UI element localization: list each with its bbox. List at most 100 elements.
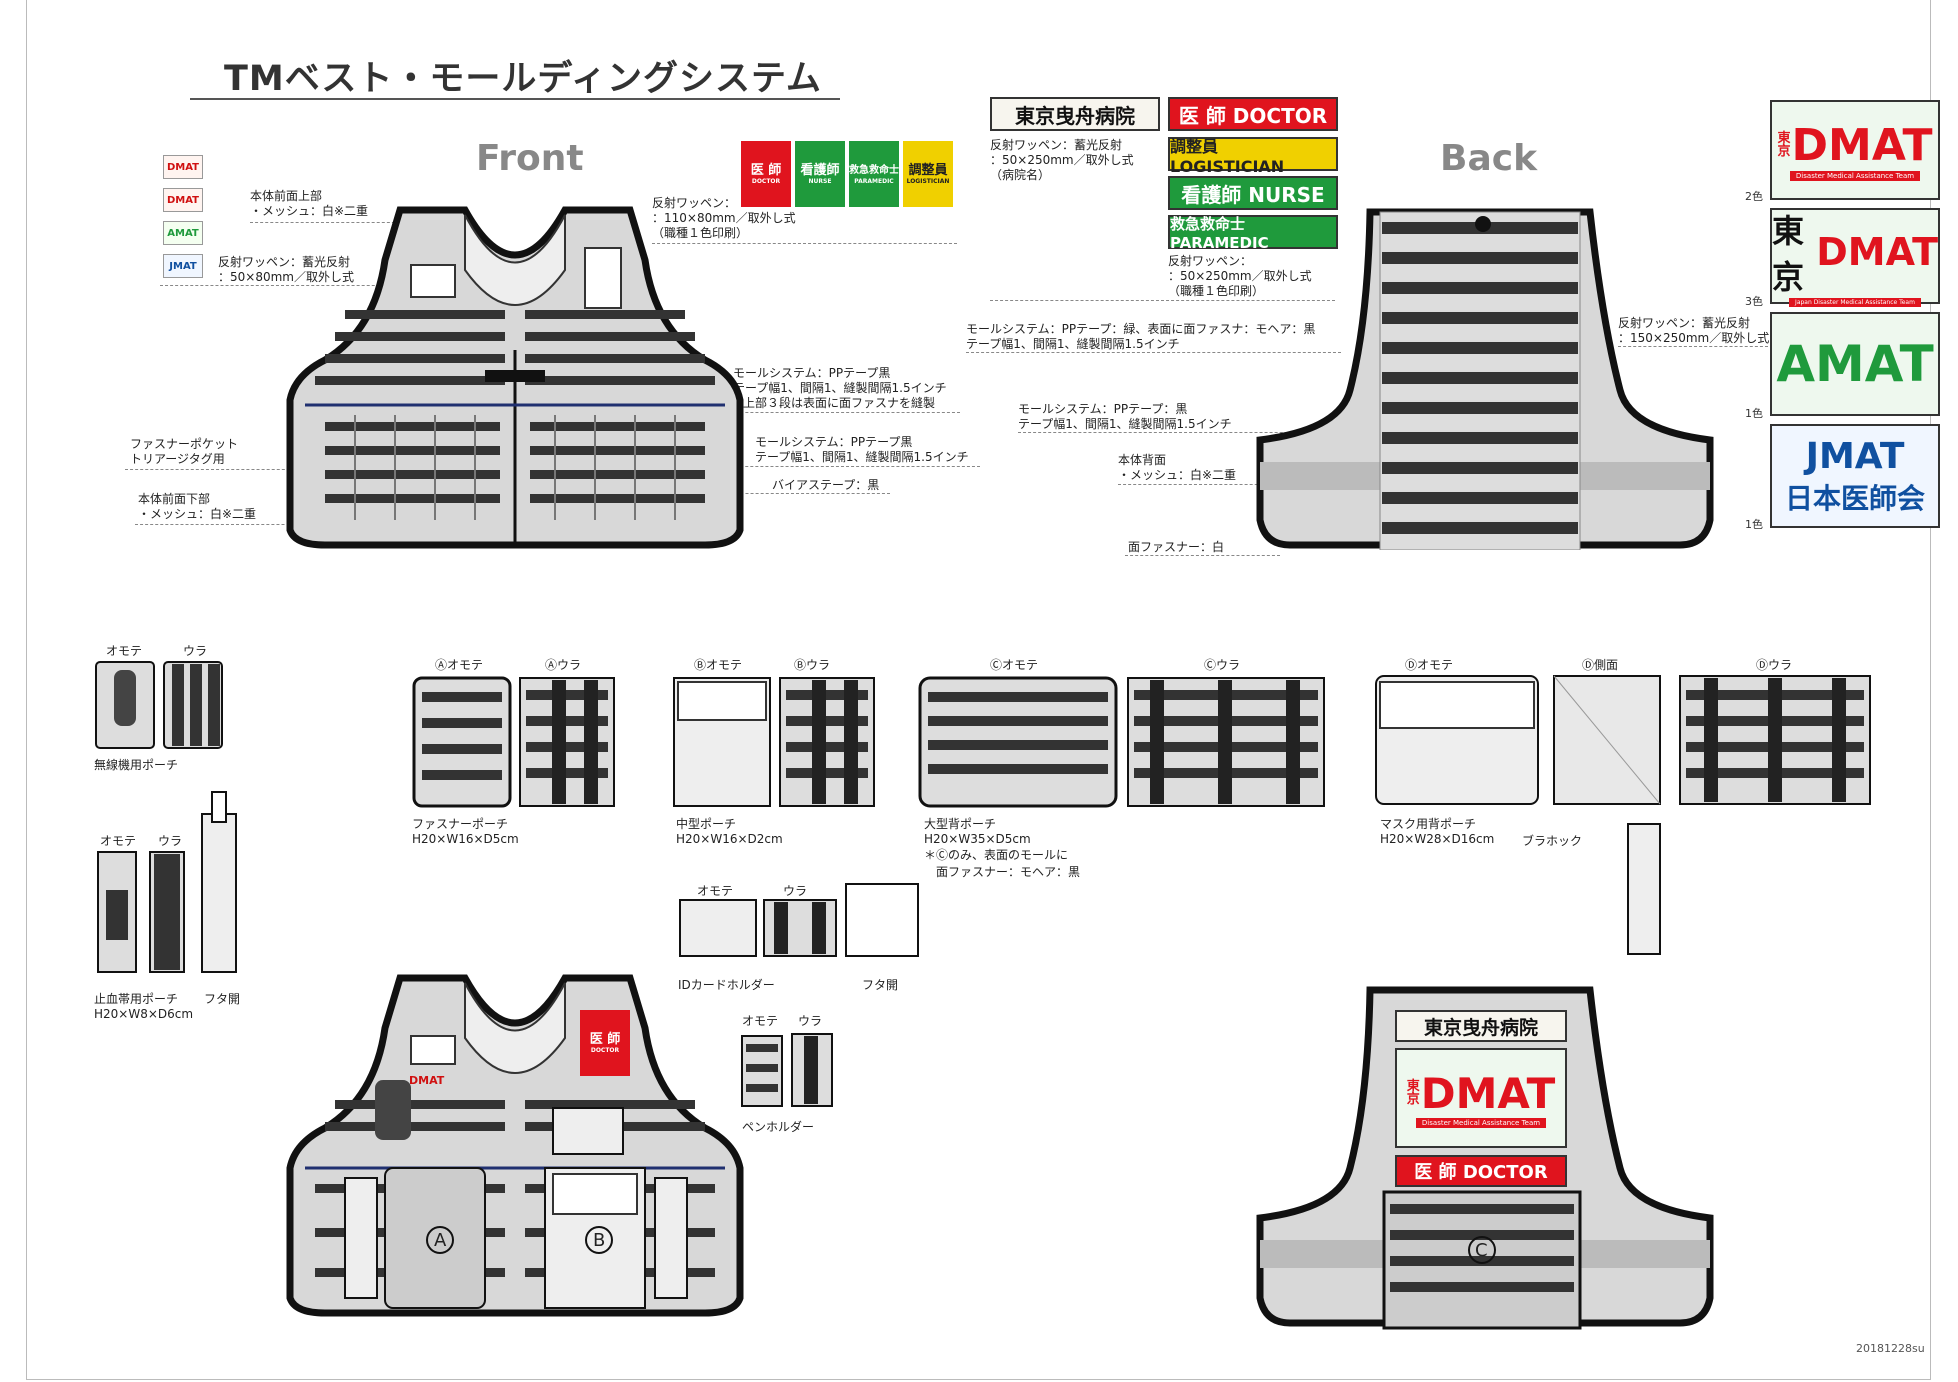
id-holder-drawing bbox=[679, 883, 919, 957]
chip-amat: AMAT bbox=[163, 221, 203, 245]
drawing-frame bbox=[26, 0, 1931, 1380]
leader-line bbox=[160, 285, 405, 286]
assembled-front-vest bbox=[286, 974, 744, 1317]
pouch-d-hook-label: ブラホック bbox=[1522, 834, 1583, 848]
pouch-c-ura-label: Ⓒウラ bbox=[1204, 658, 1241, 672]
pen-omote-label: オモテ bbox=[742, 1014, 779, 1028]
leader-line bbox=[710, 466, 980, 467]
note-front-upper: 本体前面上部 ・メッシュ：白※二重 bbox=[250, 189, 369, 218]
note-front-lower: 本体前面下部 ・メッシュ：白※二重 bbox=[138, 492, 257, 521]
title-underline bbox=[190, 98, 840, 100]
leader-line bbox=[1618, 346, 1768, 347]
pen-ura-label: ウラ bbox=[798, 1014, 823, 1028]
tourniquet-omote-label: オモテ bbox=[100, 834, 137, 848]
leader-line bbox=[250, 222, 400, 223]
count-label: 3色 bbox=[1745, 295, 1763, 308]
pouch-b-caption: 中型ポーチ H20×W16×D2cm bbox=[676, 817, 783, 846]
pouch-a-drawing bbox=[412, 676, 615, 808]
note-back-role-patch: 反射ワッペン： ：50×250mm／取外し式 （職種１色印刷） bbox=[1168, 254, 1312, 298]
leader-line bbox=[125, 469, 300, 470]
id-open-label: フタ開 bbox=[862, 978, 899, 992]
logo-amat: AMAT bbox=[1770, 312, 1940, 416]
leader-line bbox=[1118, 484, 1278, 485]
tourniquet-caption: 止血帯用ポーチ H20×W8×D6cm bbox=[94, 992, 194, 1021]
pouch-d-omote-label: Ⓓオモテ bbox=[1405, 658, 1454, 672]
leader-line bbox=[135, 524, 335, 525]
badge-back-doctor: 医 師 DOCTOR bbox=[1168, 97, 1338, 131]
radio-ura-label: ウラ bbox=[183, 644, 208, 658]
pouch-a-caption: ファスナーポーチ H20×W16×D5cm bbox=[412, 817, 519, 846]
assembled-back-hospital-badge: 東京曳舟病院 bbox=[1395, 1010, 1567, 1042]
pouch-d-drawing bbox=[1375, 675, 1871, 955]
leader-line bbox=[990, 300, 1335, 301]
chip-dmat-1: DMAT bbox=[163, 155, 203, 179]
radio-caption: 無線機用ポーチ bbox=[94, 758, 179, 772]
page-title: TMベスト・モールディングシステム bbox=[224, 59, 822, 99]
front-view-label: Front bbox=[476, 138, 584, 179]
count-label: 1色 bbox=[1745, 407, 1763, 420]
pouch-b-drawing bbox=[673, 677, 875, 807]
assembled-front-chip: DMAT bbox=[409, 1074, 445, 1087]
pouch-d-ura-label: Ⓓウラ bbox=[1756, 658, 1793, 672]
pouch-b-omote-label: Ⓑオモテ bbox=[694, 658, 743, 672]
note-back-molle-1: モールシステム：PPテープ：緑、表面に面ファスナ：モヘア：黒 テープ幅1、間隔1… bbox=[966, 322, 1316, 351]
pouch-a-ura-label: Ⓐウラ bbox=[545, 658, 582, 672]
radio-pouch-drawing bbox=[95, 661, 223, 749]
leader-line bbox=[652, 243, 957, 244]
leader-line bbox=[1018, 432, 1338, 433]
pouch-c-omote-label: Ⓒオモテ bbox=[990, 658, 1039, 672]
pouch-a-omote-label: Ⓐオモテ bbox=[435, 658, 484, 672]
badge-hospital: 東京曳舟病院 bbox=[990, 97, 1160, 131]
pouch-c-caption: 大型背ポーチ H20×W35×D5cm ＊Ⓒのみ、表面のモールに 面ファスナー：… bbox=[924, 817, 1081, 879]
note-front-pocket: ファスナーポケット トリアージタグ用 bbox=[130, 437, 239, 466]
leader-line bbox=[966, 352, 1341, 353]
radio-omote-label: オモテ bbox=[106, 644, 143, 658]
back-view-label: Back bbox=[1440, 138, 1538, 179]
pen-holder-drawing bbox=[741, 1033, 833, 1107]
marker-b: B bbox=[593, 1230, 606, 1251]
marker-c: C bbox=[1475, 1240, 1488, 1261]
chip-jmat: JMAT bbox=[163, 254, 203, 278]
leader-line bbox=[700, 493, 890, 494]
note-back-big-patch: 反射ワッペン：蓄光反射 ：150×250mm／取外し式 bbox=[1618, 316, 1770, 345]
pouch-d-caption: マスク用背ポーチ H20×W28×D16cm bbox=[1380, 817, 1495, 846]
count-label: 1色 bbox=[1745, 518, 1763, 531]
pouch-d-side-label: Ⓓ側面 bbox=[1582, 658, 1619, 672]
leader-line bbox=[700, 412, 960, 413]
note-back-body: 本体背面 ・メッシュ：白※二重 bbox=[1118, 453, 1237, 482]
pouch-c-drawing bbox=[918, 676, 1325, 808]
footer-code: 20181228su bbox=[1856, 1342, 1925, 1355]
tourniquet-pouch-drawing bbox=[97, 791, 237, 973]
note-front-patch-role: 反射ワッペン： ：110×80mm／取外し式 （職種１色印刷） bbox=[652, 196, 796, 240]
note-front-molle-1: モールシステム：PPテープ黒 テープ幅1、間隔1、縫製間隔1.5インチ ※上部３… bbox=[733, 366, 947, 410]
badge-back-nurse: 看護師 NURSE bbox=[1168, 176, 1338, 210]
note-front-patch-small: 反射ワッペン：蓄光反射 ：50×80mm／取外し式 bbox=[218, 255, 354, 284]
id-omote-label: オモテ bbox=[697, 884, 734, 898]
leader-line bbox=[1125, 555, 1280, 556]
tourniquet-open-label: フタ開 bbox=[204, 992, 241, 1006]
badge-back-paramedic: 救急救命士 PARAMEDIC bbox=[1168, 215, 1338, 252]
id-ura-label: ウラ bbox=[783, 884, 808, 898]
note-front-molle-2: モールシステム：PPテープ黒 テープ幅1、間隔1、縫製間隔1.5インチ bbox=[755, 435, 969, 464]
chip-dmat-2: DMAT bbox=[163, 188, 203, 212]
note-front-bias: バイアステープ：黒 bbox=[772, 478, 880, 492]
tourniquet-ura-label: ウラ bbox=[158, 834, 183, 848]
pen-caption: ペンホルダー bbox=[742, 1120, 815, 1134]
badge-back-logistician: 調整員 LOGISTICIAN bbox=[1168, 137, 1338, 176]
pouch-b-ura-label: Ⓑウラ bbox=[794, 658, 831, 672]
count-label: 2色 bbox=[1745, 190, 1763, 203]
id-caption: IDカードホルダー bbox=[678, 978, 775, 992]
back-vest-drawing bbox=[1256, 208, 1714, 550]
note-back-hospital-patch: 反射ワッペン：蓄光反射 ：50×250mm／取外し式 （病院名） bbox=[990, 138, 1134, 182]
logo-jmat: JMAT 日本医師会 bbox=[1770, 424, 1940, 528]
marker-a: A bbox=[434, 1230, 447, 1251]
assembled-back-doctor-badge: 医 師 DOCTOR bbox=[1395, 1155, 1567, 1187]
